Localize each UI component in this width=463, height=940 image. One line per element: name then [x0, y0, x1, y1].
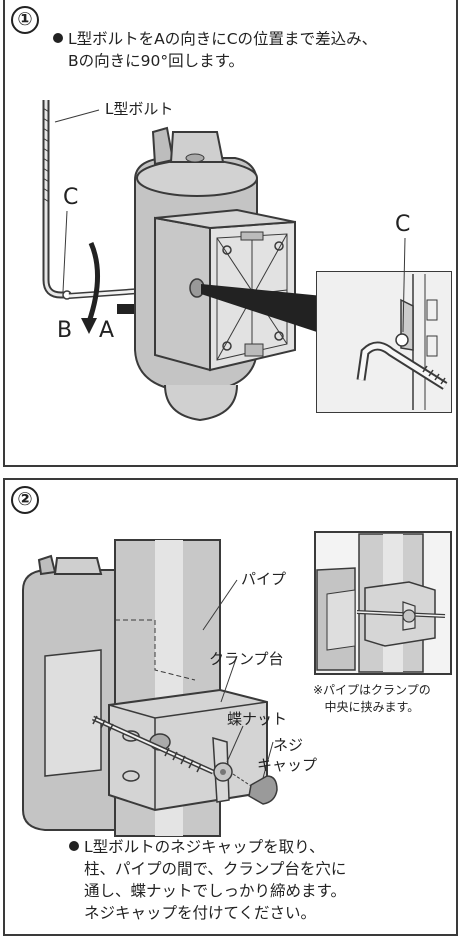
step2-panel: ② — [3, 478, 458, 936]
label-l-bolt: L型ボルト — [105, 100, 174, 118]
camera-icon — [22, 554, 116, 831]
bullet-icon — [69, 841, 79, 851]
wing-nut-icon — [212, 736, 233, 803]
label-a: A — [99, 318, 115, 343]
step2-illustration — [22, 531, 452, 837]
bolt-icon — [91, 715, 215, 775]
step1-instruction-line1: L型ボルトをAの向きにCの位置まで差込み、 — [68, 30, 378, 48]
step2-instruction-line2: 柱、パイプの間で、クランプ台を穴に — [84, 860, 347, 878]
label-wing-nut: 蝶ナット — [227, 710, 288, 728]
inset-note: ※パイプはクランプの 中央に挟みます。 — [313, 682, 431, 716]
label-screw-cap-1: ネジ — [273, 736, 304, 754]
step1-illustration — [42, 100, 452, 422]
step2-instruction-line1: L型ボルトのネジキャップを取り、 — [84, 838, 325, 856]
step2-instruction-line4: ネジキャップを付けてください。 — [84, 904, 317, 922]
label-clamp: クランプ台 — [209, 650, 284, 668]
inset-note-line2: 中央に挟みます。 — [324, 700, 420, 714]
inset-detail — [316, 237, 452, 413]
label-c: C — [63, 185, 79, 210]
step1-panel: ① L型ボルトをAの向きにCの位置まで差込み、 Bの向きに90°回します。 — [3, 0, 458, 467]
inset-note-line1: ※パイプはクランプの — [313, 683, 431, 697]
screw-cap-icon — [232, 773, 278, 805]
zoom-pointer-icon — [201, 284, 323, 334]
label-b: B — [57, 318, 73, 343]
step1-instruction: L型ボルトをAの向きにCの位置まで差込み、 Bの向きに90°回します。 — [53, 28, 377, 72]
label-screw-cap-2: キャップ — [257, 756, 318, 774]
step2-instruction: L型ボルトのネジキャップを取り、 柱、パイプの間で、クランプ台を穴に 通し、蝶ナ… — [69, 836, 346, 924]
label-pipe: パイプ — [241, 570, 287, 588]
rotate-arrow-icon — [81, 318, 97, 334]
inset-detail — [314, 531, 452, 675]
step1-number: ① — [11, 6, 39, 34]
step1-instruction-line2: Bの向きに90°回します。 — [68, 52, 245, 70]
bullet-icon — [53, 33, 63, 43]
step2-number: ② — [11, 486, 39, 514]
step2-instruction-line3: 通し、蝶ナットでしっかり締めます。 — [84, 882, 346, 900]
label-c-inset: C — [395, 212, 411, 237]
